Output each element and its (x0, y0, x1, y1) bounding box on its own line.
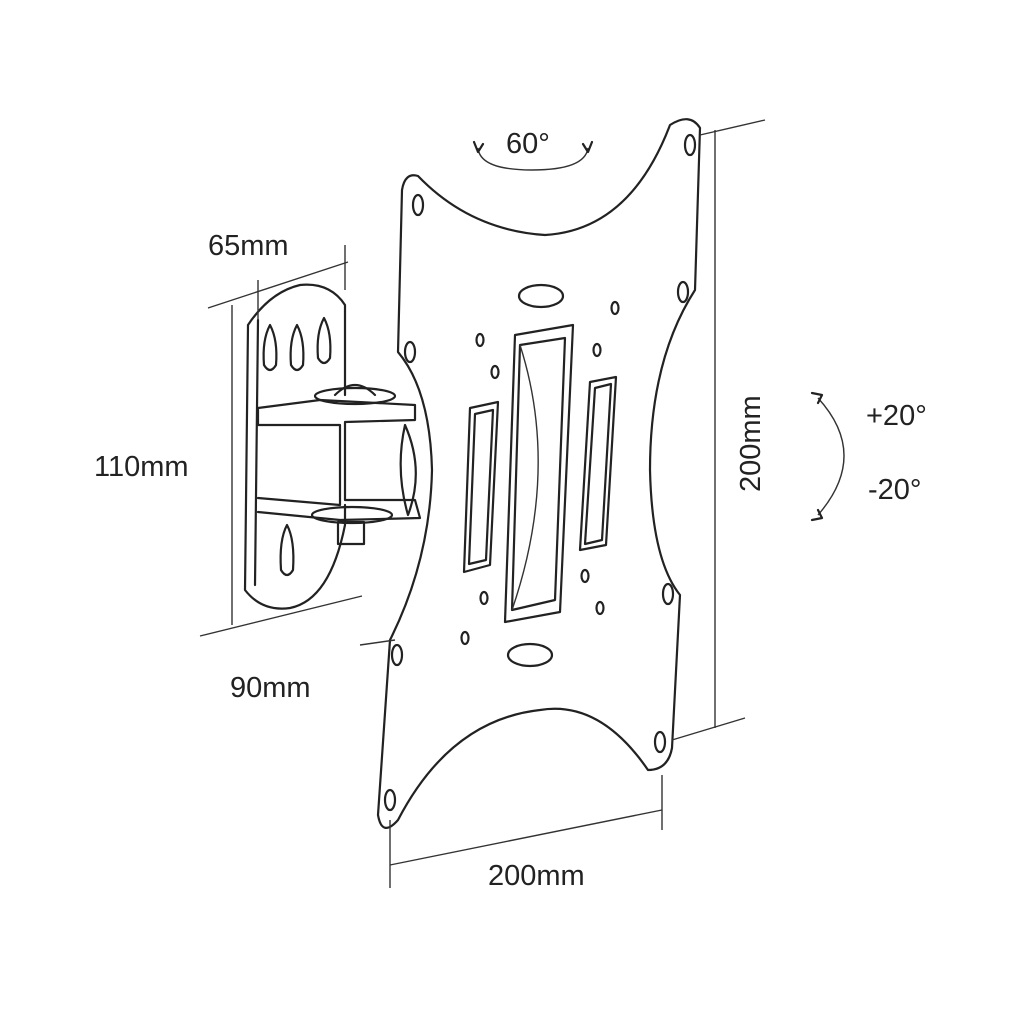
vesa-height-label: 200mm (735, 395, 767, 492)
vesa-plate (376, 118, 702, 829)
swivel-label: 60° (506, 128, 550, 160)
wall-plate-height-label: 110mm (94, 451, 189, 483)
keyholes (262, 316, 332, 577)
swivel-arm (256, 398, 422, 522)
tilt-up-label: +20° (866, 400, 927, 432)
tilt-arrow-icon (817, 397, 845, 516)
wall-plate-width-label: 65mm (208, 230, 289, 262)
depth-label: 90mm (230, 672, 311, 704)
left-slot (462, 400, 500, 574)
center-slot (503, 323, 575, 624)
vesa-width-label: 200mm (488, 860, 585, 892)
mounting-holes (383, 133, 697, 812)
right-slot (578, 375, 618, 552)
dimension-lines (199, 119, 766, 888)
swivel-arrow-icon (477, 147, 589, 171)
tilt-down-label: -20° (868, 474, 922, 506)
bottom-oval-slot (506, 642, 554, 668)
wall-plate (243, 283, 347, 610)
top-oval-slot (517, 283, 565, 309)
